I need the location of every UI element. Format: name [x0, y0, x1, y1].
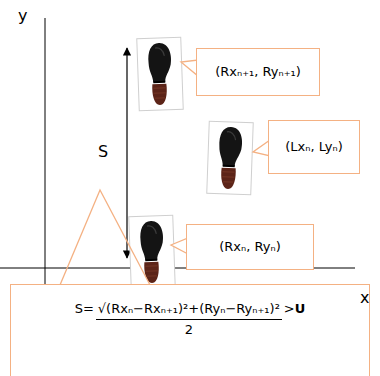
coordinate-callout: (Rxₙ, Ryₙ): [186, 224, 314, 270]
coordinate-text: (Lxₙ, Lyₙ): [285, 139, 342, 155]
distance-label: S: [98, 144, 108, 160]
formula-callout: S=√(Rxₙ−Rxₙ₊₁)²+(Ryₙ−Ryₙ₊₁)²2>U: [10, 284, 370, 376]
axis-label: y: [18, 8, 27, 24]
coordinate-text: (Rxₙ, Ryₙ): [219, 239, 281, 255]
coordinate-text: (Rxₙ₊₁, Ryₙ₊₁): [215, 64, 301, 80]
right-footprint: [137, 37, 183, 110]
fraction: √(Rxₙ−Rxₙ₊₁)²+(Ryₙ−Ryₙ₊₁)²2: [96, 301, 282, 337]
coordinate-callout: (Rxₙ₊₁, Ryₙ₊₁): [196, 48, 320, 96]
distance-arrow: [126, 48, 127, 258]
formula-text: >: [284, 301, 295, 317]
formula-text: 2: [185, 320, 193, 338]
formula-text: S=: [75, 301, 94, 317]
axis-label: x: [360, 290, 369, 306]
formula-text: √(Rxₙ−Rxₙ₊₁)²+(Ryₙ−Ryₙ₊₁)²: [96, 301, 282, 320]
formula-text: U: [295, 301, 306, 317]
callout-tail: [60, 190, 150, 285]
left-footprint: [207, 121, 253, 194]
coordinate-callout: (Lxₙ, Lyₙ): [268, 120, 360, 174]
right-footprint: [129, 215, 175, 288]
